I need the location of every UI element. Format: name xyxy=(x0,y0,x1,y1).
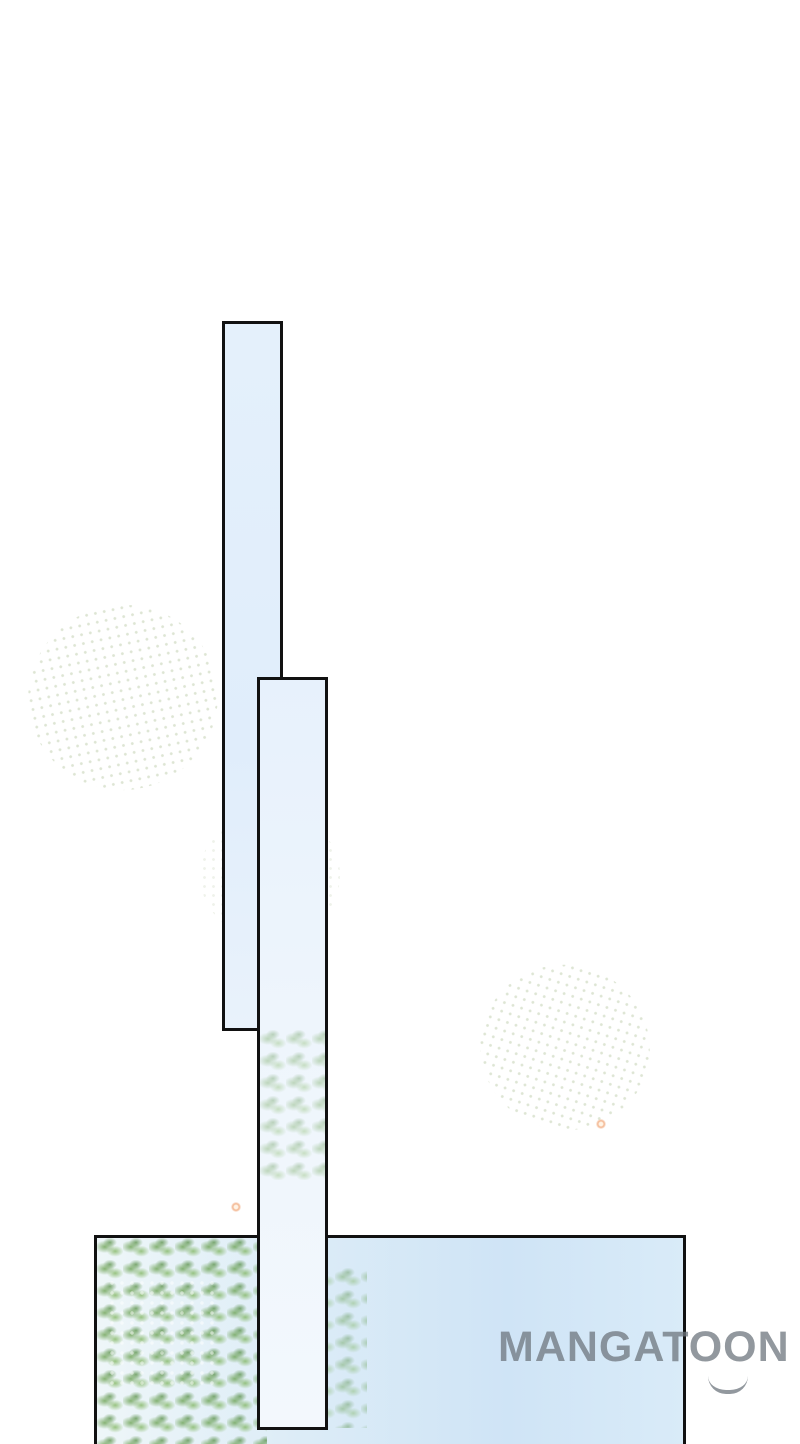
mangatoon-watermark: MANGATOON xyxy=(498,1323,790,1371)
foliage-illustration xyxy=(260,1030,325,1180)
foliage-dot-blob xyxy=(458,942,672,1153)
foliage-illustration xyxy=(97,1238,267,1444)
mangatoon-smile-logo-icon xyxy=(708,1376,748,1394)
comic-panel-wide xyxy=(94,1235,686,1444)
light-sparkle xyxy=(231,1202,241,1212)
foliage-dot-blob xyxy=(10,587,236,808)
leaf-light-pattern xyxy=(107,1278,217,1388)
light-sparkle xyxy=(596,1119,606,1129)
comic-panel-middle xyxy=(257,677,328,1430)
